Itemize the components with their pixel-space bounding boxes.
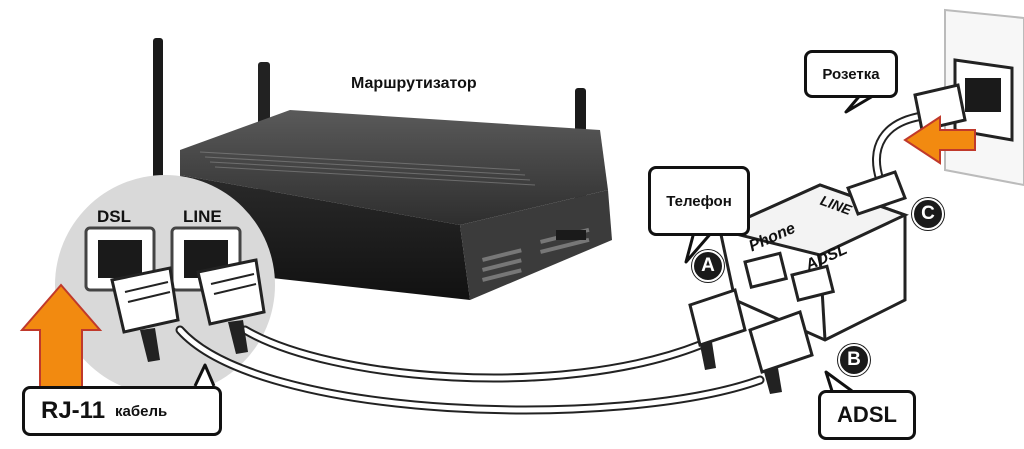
socket-callout: Розетка — [804, 50, 898, 98]
marker-c: C — [912, 198, 944, 230]
adsl-callout: ADSL — [818, 390, 916, 440]
telephone-callout: Телефон — [648, 166, 750, 236]
port-label-line: LINE — [183, 207, 222, 226]
cable-word-label: кабель — [115, 402, 168, 420]
marker-b: B — [838, 344, 870, 376]
cable-callout: RJ-11 кабель — [22, 386, 222, 436]
port-label-dsl: DSL — [97, 207, 131, 226]
antenna-left-icon — [153, 38, 163, 188]
cable-type-label: RJ-11 — [41, 397, 106, 424]
router-label: Маршрутизатор — [351, 75, 477, 92]
arrow-left-icon — [903, 115, 976, 165]
splitter-icon — [715, 170, 909, 342]
marker-a: A — [692, 250, 724, 282]
wall-socket-icon — [913, 8, 1024, 187]
